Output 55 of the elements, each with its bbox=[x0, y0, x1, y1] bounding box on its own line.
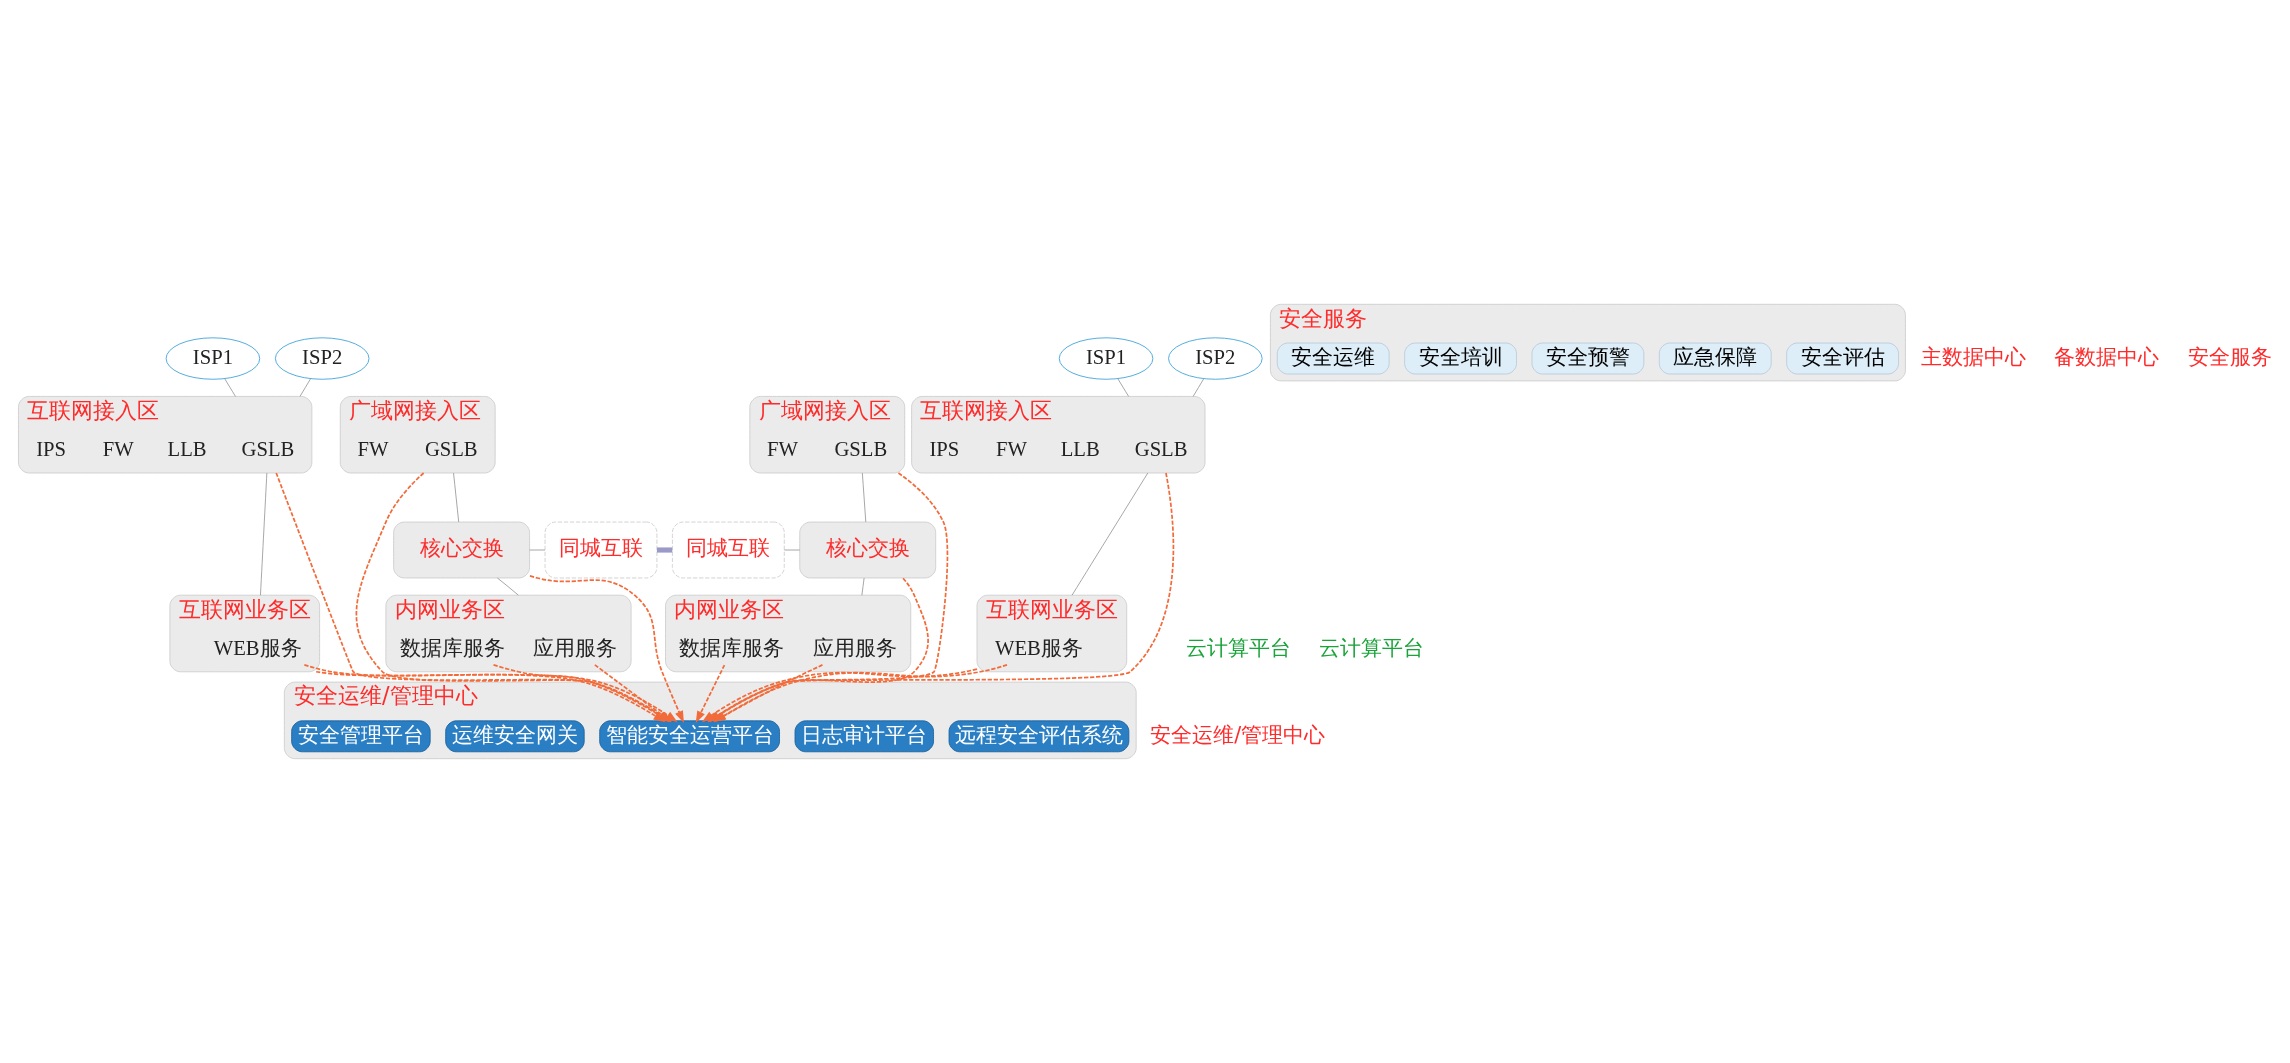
node-ellipse: ISP1 bbox=[165, 337, 261, 380]
label: 备数据中心 bbox=[2054, 344, 2160, 369]
label: 云计算平台 bbox=[1319, 635, 1425, 660]
label: 云计算平台 bbox=[1186, 635, 1292, 660]
node-box: 同城互联 bbox=[544, 521, 658, 579]
connector bbox=[299, 378, 311, 397]
connector bbox=[260, 472, 268, 596]
node-text: WEB服务 bbox=[995, 636, 1083, 659]
connector bbox=[861, 577, 865, 596]
node-text: FW bbox=[357, 437, 389, 460]
node-text: 应用服务 bbox=[812, 636, 897, 659]
node-text: 应用服务 bbox=[533, 636, 618, 659]
node-text: FW bbox=[102, 437, 134, 460]
node-box: 远程安全评估系统 bbox=[948, 720, 1130, 753]
label: 安全服务 bbox=[2187, 344, 2272, 369]
node-box: 安全预警 bbox=[1531, 342, 1645, 375]
connector bbox=[497, 577, 519, 596]
node-text: LLB bbox=[167, 437, 207, 460]
connector bbox=[224, 378, 236, 397]
node-text: GSLB bbox=[241, 437, 295, 460]
connector bbox=[529, 549, 546, 551]
connector bbox=[861, 472, 867, 523]
connector bbox=[1192, 378, 1205, 397]
node-ellipse: ISP1 bbox=[1058, 337, 1154, 380]
node-ellipse: ISP2 bbox=[1168, 337, 1263, 380]
node-box: 核心交换 bbox=[799, 521, 937, 579]
node-ellipse: ISP2 bbox=[274, 337, 370, 380]
label: 安全运维/管理中心 bbox=[1150, 722, 1326, 747]
node-text: IPS bbox=[929, 437, 960, 460]
node-box: 安全培训 bbox=[1404, 342, 1517, 375]
node-box: 运维安全网关 bbox=[445, 720, 585, 753]
node-box: 安全管理平台 bbox=[291, 720, 431, 753]
node-text: 数据库服务 bbox=[679, 636, 785, 659]
node-text: 数据库服务 bbox=[399, 636, 505, 659]
label: 主数据中心 bbox=[1920, 344, 2026, 369]
node-text: GSLB bbox=[834, 437, 888, 460]
connector bbox=[453, 472, 460, 523]
node-box: 日志审计平台 bbox=[794, 720, 934, 753]
node-box: 应急保障 bbox=[1658, 342, 1772, 375]
connector bbox=[1117, 378, 1130, 397]
node-text: FW bbox=[995, 437, 1027, 460]
node-box: 安全运维 bbox=[1276, 342, 1390, 375]
node-text: GSLB bbox=[1134, 437, 1188, 460]
node-box: 安全评估 bbox=[1786, 342, 1899, 375]
node-box: 同城互联 bbox=[671, 521, 785, 579]
node-box: 智能安全运营平台 bbox=[599, 720, 780, 753]
connector bbox=[784, 549, 801, 551]
node-text: GSLB bbox=[424, 437, 478, 460]
node-text: FW bbox=[767, 437, 799, 460]
node-text: LLB bbox=[1060, 437, 1100, 460]
connector bbox=[656, 547, 673, 553]
node-text: IPS bbox=[36, 437, 67, 460]
node-text: WEB服务 bbox=[213, 636, 302, 659]
node-box: 核心交换 bbox=[393, 521, 530, 579]
connector bbox=[1071, 472, 1149, 596]
